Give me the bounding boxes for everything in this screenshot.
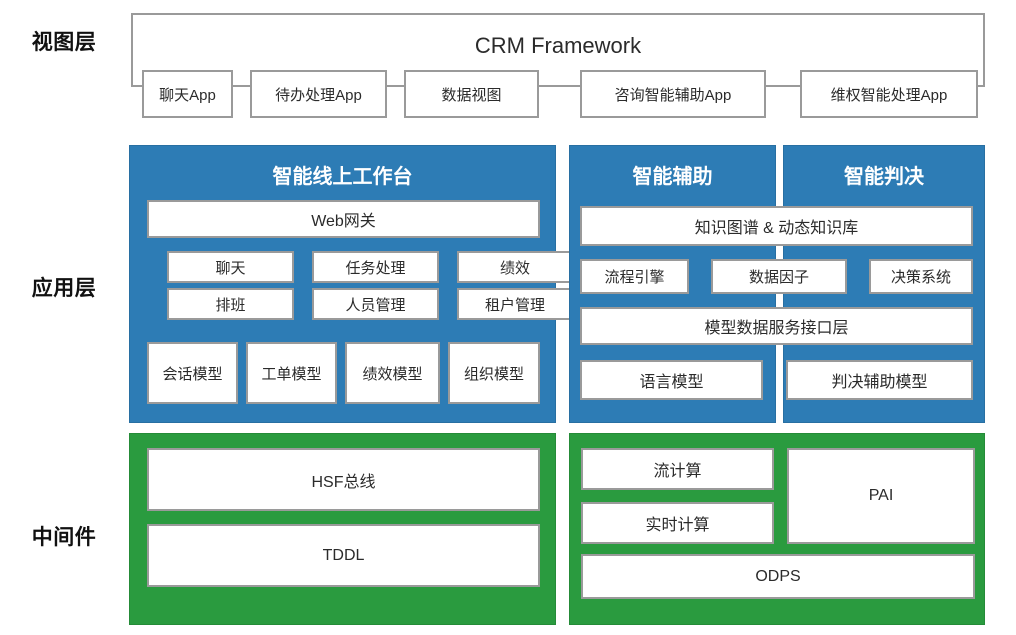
card-model-data-service-layer[interactable]: 模型数据服务接口层 xyxy=(580,307,973,345)
card-knowledge-graph[interactable]: 知识图谱 & 动态知识库 xyxy=(580,206,973,246)
view-app-todo[interactable]: 待办处理App xyxy=(250,70,387,118)
card-process-engine[interactable]: 流程引擎 xyxy=(580,259,689,294)
card-decision-system-label: 决策系统 xyxy=(890,269,951,286)
layer-label-view: 视图层 xyxy=(31,31,97,54)
card-tddl[interactable]: TDDL xyxy=(147,524,540,587)
card-performance-model-label: 绩效模型 xyxy=(362,365,423,383)
app-panel-workbench: 智能线上工作台 Web网关 聊天 任务处理 绩效 排班 人员管理 租户管理 会话… xyxy=(129,145,573,423)
card-data-factor[interactable]: 数据因子 xyxy=(711,259,847,294)
card-shift-scheduling[interactable]: 排班 xyxy=(167,288,294,320)
card-shift-scheduling-label: 排班 xyxy=(215,296,246,314)
card-staff-management-label: 人员管理 xyxy=(345,296,406,314)
crm-framework-title: CRM Framework xyxy=(474,33,642,58)
card-performance[interactable]: 绩效 xyxy=(457,251,573,283)
app-panel-workbench-title: 智能线上工作台 xyxy=(272,166,413,188)
card-knowledge-graph-label: 知识图谱 & 动态知识库 xyxy=(694,220,859,237)
card-session-model-label: 会话模型 xyxy=(162,365,223,383)
card-pai[interactable]: PAI xyxy=(787,448,975,544)
card-web-gateway[interactable]: Web网关 xyxy=(147,200,540,238)
card-ticket-model-label: 工单模型 xyxy=(261,365,322,383)
view-app-chat[interactable]: 聊天App xyxy=(142,70,233,118)
card-language-model-label: 语言模型 xyxy=(639,374,704,391)
card-realtime-compute[interactable]: 实时计算 xyxy=(581,502,774,544)
card-judgement-assist-model-label: 判决辅助模型 xyxy=(831,374,928,391)
view-app-todo-label: 待办处理App xyxy=(275,86,362,104)
card-decision-system[interactable]: 决策系统 xyxy=(869,259,973,294)
card-model-data-service-layer-label: 模型数据服务接口层 xyxy=(704,320,849,337)
card-judgement-assist-model[interactable]: 判决辅助模型 xyxy=(786,360,973,400)
card-session-model[interactable]: 会话模型 xyxy=(147,342,238,404)
middleware-panel-right: 流计算 实时计算 PAI ODPS xyxy=(569,433,985,625)
card-tddl-label: TDDL xyxy=(322,546,365,564)
app-panel-intelligent-judgement-title: 智能判决 xyxy=(844,166,924,188)
card-stream-compute[interactable]: 流计算 xyxy=(581,448,774,490)
card-staff-management[interactable]: 人员管理 xyxy=(312,288,439,320)
card-performance-label: 绩效 xyxy=(499,259,530,277)
view-app-consult-assist-label: 咨询智能辅助App xyxy=(614,86,732,104)
view-app-rights-process[interactable]: 维权智能处理App xyxy=(800,70,978,118)
card-hsf-bus-label: HSF总线 xyxy=(311,473,376,491)
card-tenant-management-label: 租户管理 xyxy=(484,296,545,314)
view-app-chat-label: 聊天App xyxy=(159,86,216,104)
layer-label-middleware: 中间件 xyxy=(31,526,97,549)
card-tenant-management[interactable]: 租户管理 xyxy=(457,288,573,320)
card-data-factor-label: 数据因子 xyxy=(748,269,809,286)
view-app-data-view[interactable]: 数据视图 xyxy=(404,70,539,118)
app-panel-intelligent-assist-title: 智能辅助 xyxy=(632,166,713,188)
card-odps[interactable]: ODPS xyxy=(581,554,975,599)
card-pai-label: PAI xyxy=(868,487,894,504)
card-chat[interactable]: 聊天 xyxy=(167,251,294,283)
card-organization-model-label: 组织模型 xyxy=(463,365,524,383)
card-web-gateway-label: Web网关 xyxy=(311,213,376,230)
card-organization-model[interactable]: 组织模型 xyxy=(448,342,540,404)
card-task-processing-label: 任务处理 xyxy=(345,259,406,277)
card-task-processing[interactable]: 任务处理 xyxy=(312,251,439,283)
card-realtime-compute-label: 实时计算 xyxy=(645,517,710,534)
view-app-data-view-label: 数据视图 xyxy=(441,86,502,104)
card-chat-label: 聊天 xyxy=(215,259,246,277)
view-app-rights-process-label: 维权智能处理App xyxy=(830,86,948,104)
card-stream-compute-label: 流计算 xyxy=(653,463,702,480)
card-odps-label: ODPS xyxy=(755,567,801,585)
card-language-model[interactable]: 语言模型 xyxy=(580,360,763,400)
card-process-engine-label: 流程引擎 xyxy=(604,269,665,286)
middleware-panel-left: HSF总线 TDDL xyxy=(129,433,556,625)
layer-label-application: 应用层 xyxy=(31,277,97,300)
card-ticket-model[interactable]: 工单模型 xyxy=(246,342,337,404)
card-hsf-bus[interactable]: HSF总线 xyxy=(147,448,540,511)
card-performance-model[interactable]: 绩效模型 xyxy=(345,342,440,404)
view-app-consult-assist[interactable]: 咨询智能辅助App xyxy=(580,70,766,118)
